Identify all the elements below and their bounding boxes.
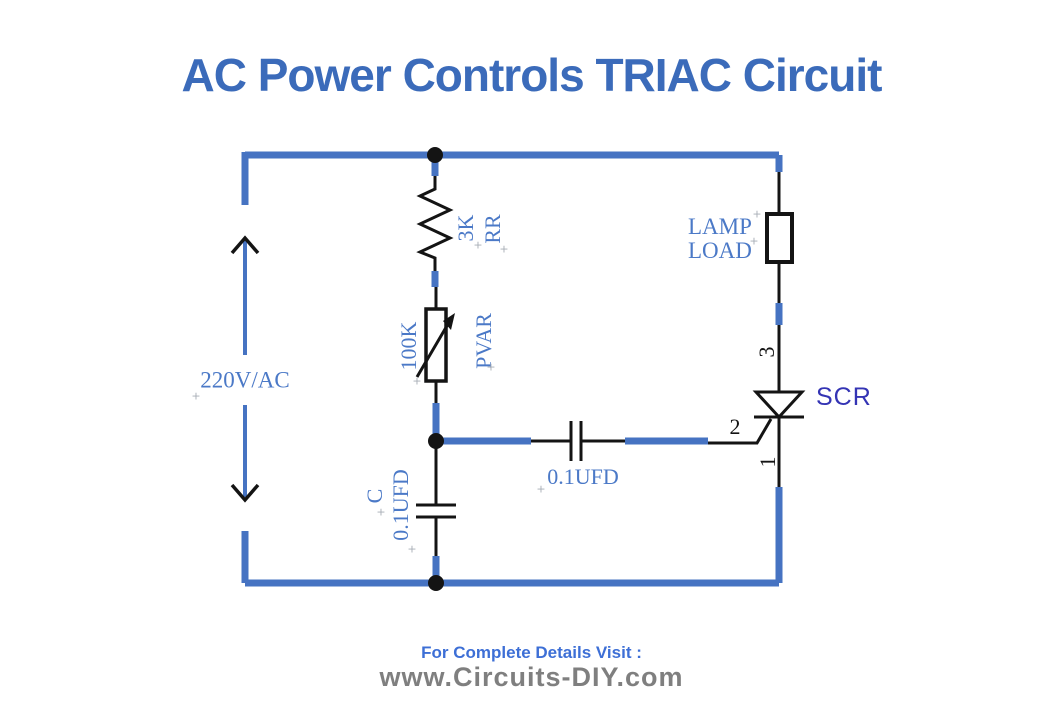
plus-mark: + <box>749 234 759 248</box>
scr-symbol <box>708 325 806 487</box>
scr-label: SCR <box>816 383 872 411</box>
arrow-up-icon <box>230 235 260 255</box>
capacitor-horizontal-value-label: 0.1UFD <box>547 464 619 489</box>
junction-dots <box>427 147 444 591</box>
plus-mark: + <box>407 542 417 556</box>
scr-pin3-label: 3 <box>754 346 779 358</box>
lamp-label-line2: LOAD <box>688 238 752 263</box>
capacitor-vertical-value-label: 0.1UFD <box>388 469 413 541</box>
plus-mark: + <box>752 207 762 221</box>
wires <box>241 151 783 587</box>
capacitor-vertical-ref-label: C <box>362 488 387 504</box>
scr-gate-lead <box>708 418 773 445</box>
plus-mark: + <box>412 374 422 388</box>
plus-mark: + <box>191 389 201 403</box>
plus-mark: + <box>486 360 496 374</box>
footer-website-url: www.Circuits-DIY.com <box>379 662 684 692</box>
resistor-ref-label: RR <box>480 214 505 244</box>
footer-call-to-action: For Complete Details Visit : <box>421 643 642 662</box>
page-title: AC Power Controls TRIAC Circuit <box>181 49 883 101</box>
ac-source-arrowheads <box>230 235 260 503</box>
lamp-load-symbol <box>765 172 794 303</box>
arrow-down-icon <box>230 483 260 503</box>
capacitor-horizontal-symbol <box>531 421 625 461</box>
potentiometer-value-label: 100K <box>396 321 421 371</box>
plus-mark: + <box>473 238 483 252</box>
plus-mark: + <box>499 242 509 256</box>
resistor-symbol <box>416 176 454 271</box>
lamp-label-line1: LAMP <box>688 214 752 239</box>
potentiometer-symbol <box>415 287 455 403</box>
plus-mark: + <box>376 505 386 519</box>
capacitor-vertical-symbol <box>416 446 456 556</box>
scr-pin2-label: 2 <box>729 414 741 439</box>
resistor-value-label: 3K <box>453 214 478 242</box>
plus-mark: + <box>536 482 546 496</box>
source-voltage-label: 220V/AC <box>200 367 290 393</box>
scr-pin1-label: 1 <box>755 456 780 468</box>
